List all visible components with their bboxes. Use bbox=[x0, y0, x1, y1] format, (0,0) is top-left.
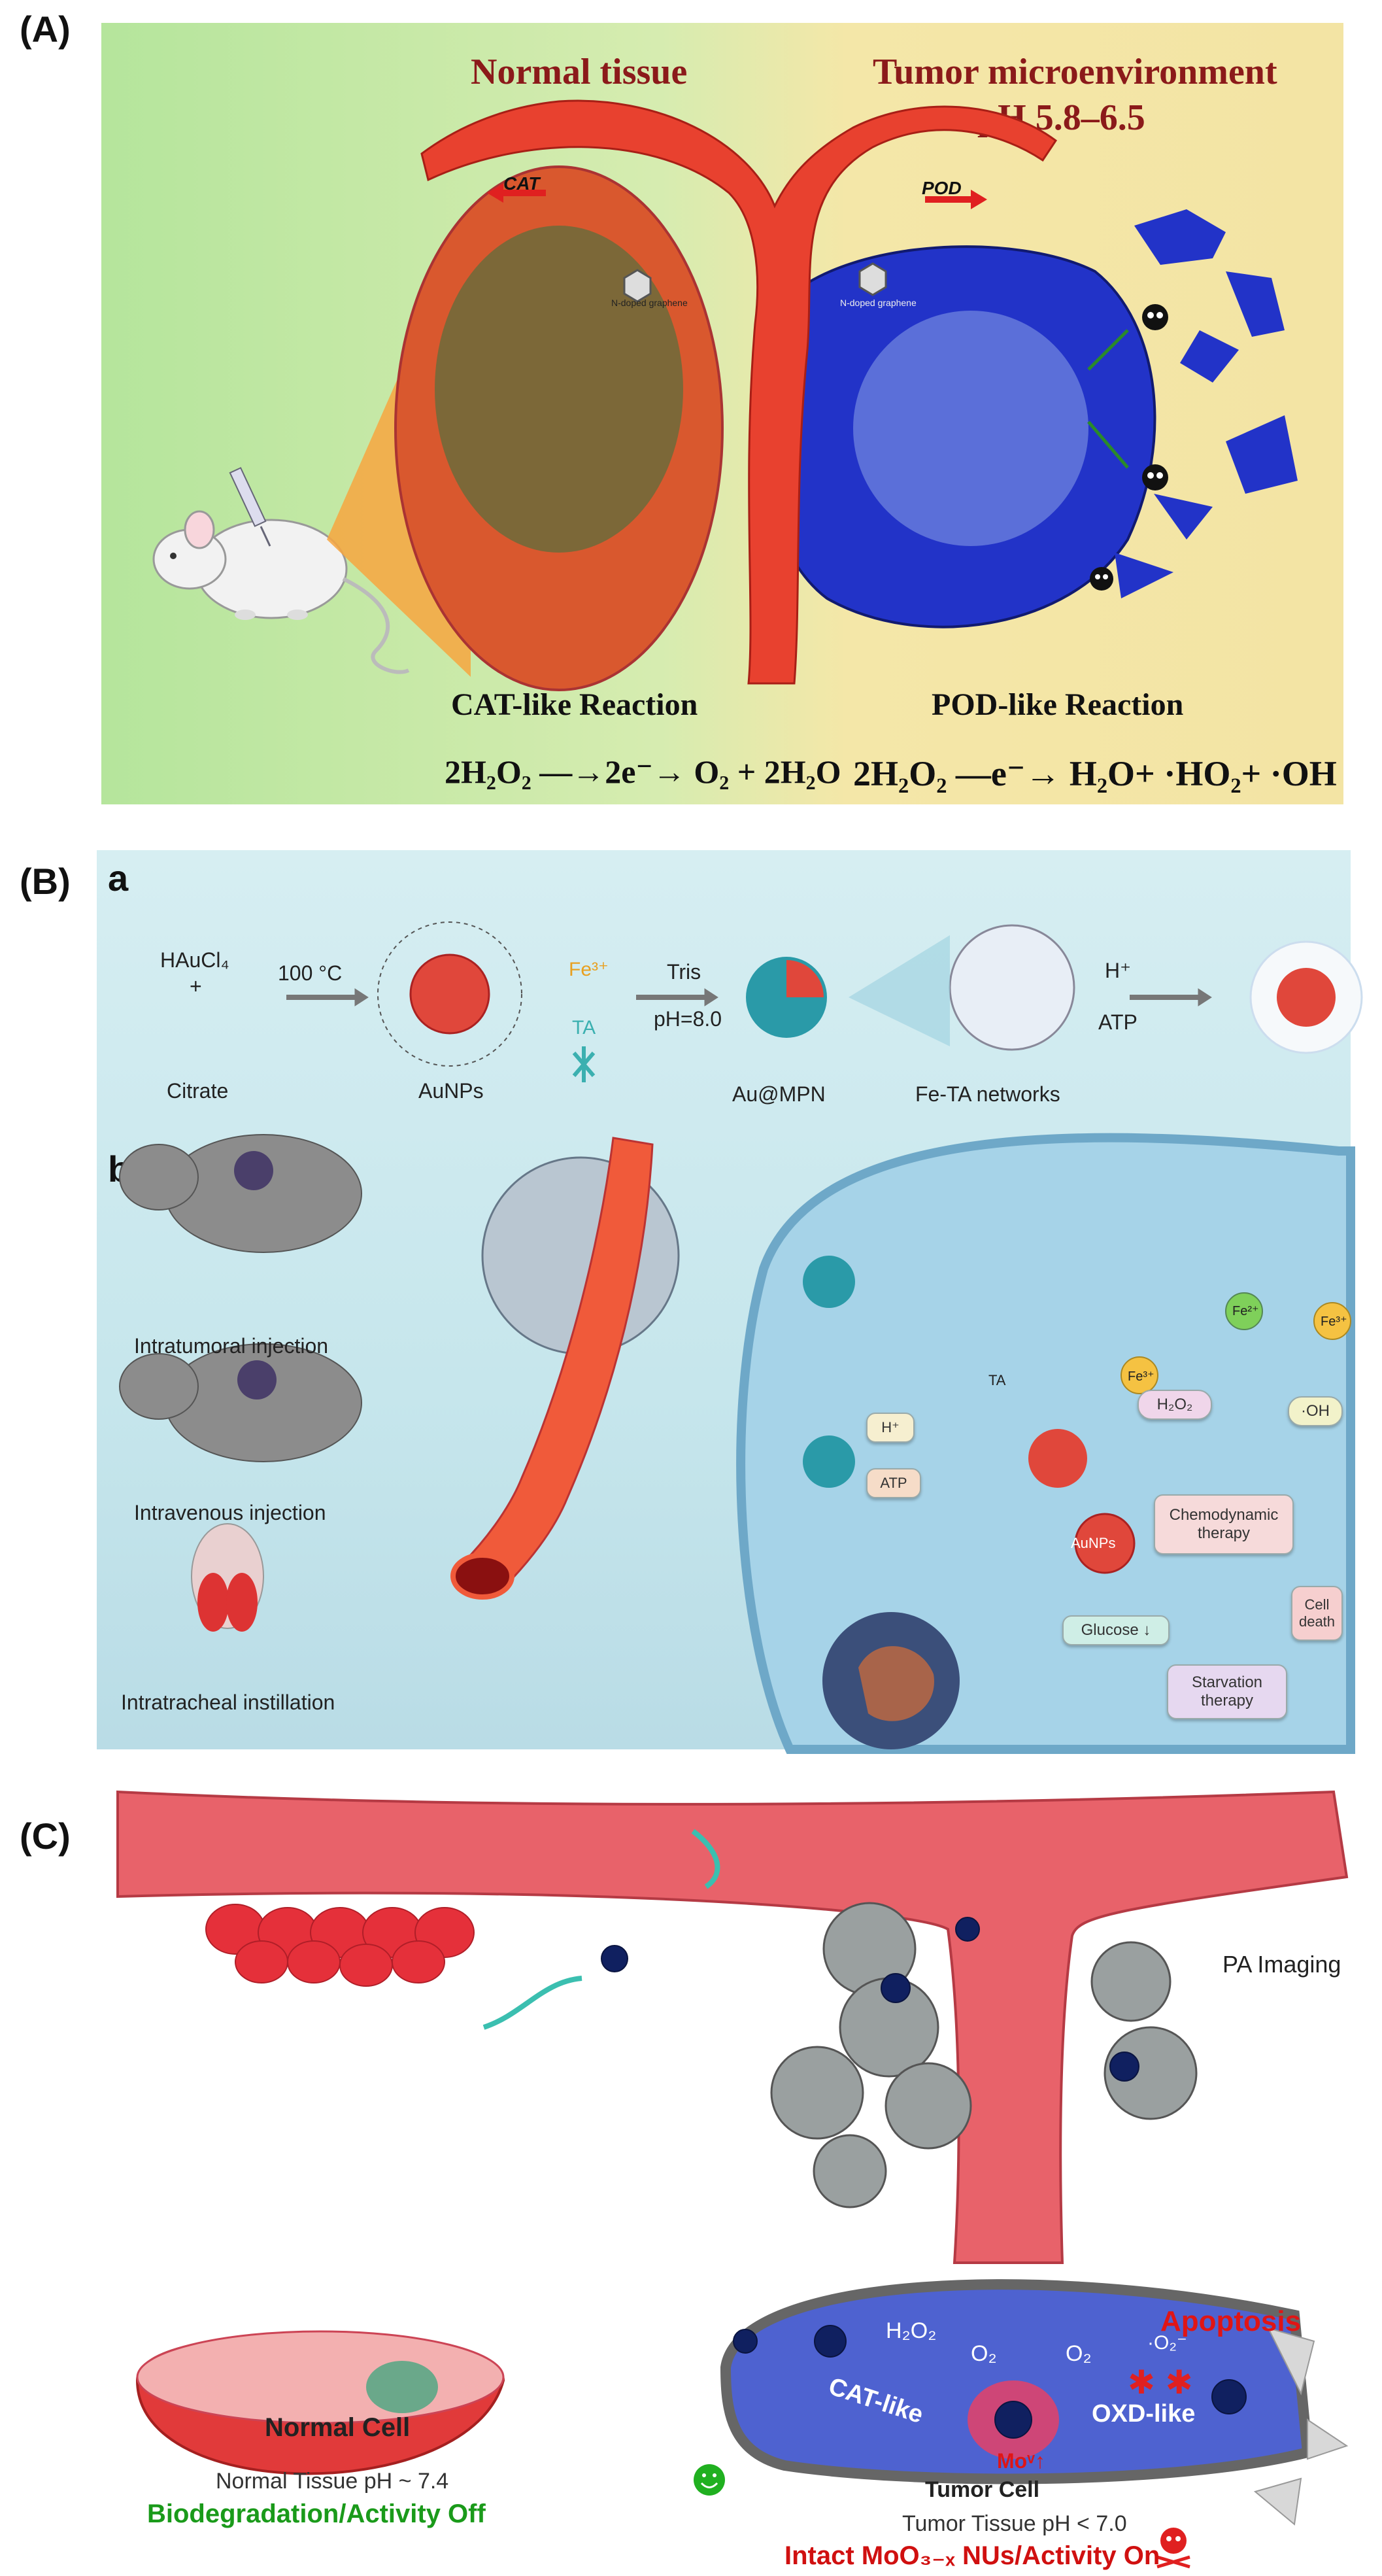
pod-equation: 2H₂O₂ —e⁻→ H₂O+ ·HO₂+ ·OH bbox=[853, 754, 1337, 793]
tumor-cells bbox=[770, 1902, 1198, 2208]
broken-fragments bbox=[1253, 2327, 1349, 2526]
ph8-label: pH=8.0 bbox=[654, 1007, 722, 1031]
intratracheal-label: Intratracheal instillation bbox=[121, 1691, 335, 1714]
au-mpn-label: Au@MPN bbox=[732, 1082, 826, 1106]
oxd-like-label: OXD-like bbox=[1092, 2400, 1196, 2428]
ta-label: TA bbox=[572, 1017, 596, 1039]
graphene-label-right: N-doped graphene bbox=[840, 298, 917, 308]
atp-label: ATP bbox=[1098, 1010, 1138, 1034]
cell-atp-box: ATP bbox=[866, 1468, 921, 1498]
red-blood-cells bbox=[205, 1904, 475, 1987]
panel-c-illustration: ✱ ✱ bbox=[116, 1790, 1349, 2569]
superoxide-label: ·O₂⁻ bbox=[1147, 2332, 1187, 2354]
oh-box: ·OH bbox=[1288, 1396, 1343, 1426]
tris-label: Tris bbox=[667, 960, 701, 984]
o2-label-a: O₂ bbox=[971, 2341, 997, 2366]
svg-text:✱ ✱: ✱ ✱ bbox=[1128, 2363, 1193, 2401]
plus-label: + bbox=[190, 974, 202, 998]
panel-a-illustration bbox=[152, 99, 1298, 691]
starvation-box: Starvation therapy bbox=[1167, 1664, 1287, 1719]
aunp-particle bbox=[409, 953, 490, 1035]
ta-icon bbox=[572, 1046, 596, 1082]
skull-icon bbox=[1090, 304, 1168, 591]
cat-arrow-icon bbox=[487, 183, 546, 203]
citrate-label: Citrate bbox=[167, 1079, 229, 1103]
cell-fe3a-label: Fe³⁺ bbox=[1128, 1369, 1154, 1384]
cat-equation: 2H₂O₂ —→2e⁻→ O₂ + 2H₂O bbox=[445, 753, 841, 790]
mo-label: Moᵛ↑ bbox=[997, 2449, 1045, 2473]
h-plus-label: H⁺ bbox=[1105, 959, 1131, 982]
haucl4-label: HAuCl₄ bbox=[160, 948, 229, 972]
panel-label-b: (B) bbox=[20, 861, 71, 902]
nanostar-icon bbox=[601, 1917, 1247, 2439]
tumor-microenvironment-title: Tumor microenvironment bbox=[873, 52, 1277, 92]
cell-death-box: Cell death bbox=[1291, 1586, 1343, 1641]
lungs-icon bbox=[191, 1523, 264, 1632]
subpanel-a-label: a bbox=[108, 857, 129, 899]
mouse-icon bbox=[119, 1134, 362, 1462]
cell-ta-label: TA bbox=[988, 1372, 1006, 1388]
fe-ta-bubble bbox=[949, 924, 1075, 1051]
cat-like-reaction: CAT-like Reaction bbox=[451, 687, 698, 722]
h2o2-label: H₂O₂ bbox=[886, 2318, 937, 2343]
tumor-cell-label: Tumor Cell bbox=[925, 2477, 1040, 2502]
normal-tissue-title: Normal tissue bbox=[471, 52, 688, 92]
intratumoral-label: Intratumoral injection bbox=[134, 1334, 329, 1358]
apoptosis-label: Apoptosis bbox=[1160, 2305, 1302, 2337]
panel-label-a: (A) bbox=[20, 9, 71, 50]
aunps-label: AuNPs bbox=[418, 1079, 484, 1103]
graphene-label-left: N-doped graphene bbox=[611, 298, 688, 308]
chemodynamic-box: Chemodynamic therapy bbox=[1154, 1494, 1294, 1554]
glucose-box: Glucose ↓ bbox=[1062, 1615, 1170, 1645]
biodegradation-label: Biodegradation/Activity Off bbox=[147, 2499, 486, 2528]
blood-vessel bbox=[420, 99, 1058, 685]
panel-b-illustration bbox=[119, 921, 1363, 1754]
cat-label: CAT bbox=[503, 173, 540, 194]
cell-fe2-label: Fe²⁺ bbox=[1232, 1304, 1259, 1318]
tumor-ph-label: Tumor Tissue pH < 7.0 bbox=[902, 2511, 1127, 2536]
h2o2-box: H₂O₂ bbox=[1138, 1390, 1212, 1420]
fe3-label: Fe³⁺ bbox=[569, 959, 609, 980]
cell-h-plus-box: H⁺ bbox=[866, 1413, 915, 1443]
intact-activity-label: Intact MoO₃₋ₓ NUs/Activity On bbox=[784, 2541, 1160, 2570]
pod-arrow-icon bbox=[925, 190, 987, 209]
mouse-icon bbox=[152, 467, 410, 674]
pa-imaging-label: PA Imaging bbox=[1222, 1951, 1341, 1978]
cell-fe3b-label: Fe³⁺ bbox=[1321, 1314, 1347, 1329]
pod-label: POD bbox=[922, 178, 962, 198]
graphene-molecule-icon bbox=[623, 262, 887, 303]
smiley-icon bbox=[694, 2464, 725, 2496]
cell-aunps-label: AuNPs bbox=[1071, 1535, 1116, 1551]
pod-like-reaction: POD-like Reaction bbox=[932, 687, 1184, 722]
fe-ta-label: Fe-TA networks bbox=[915, 1082, 1060, 1106]
normal-cell-label: Normal Cell bbox=[265, 2413, 411, 2442]
temp-label: 100 °C bbox=[278, 961, 343, 985]
skull-icon bbox=[1156, 2528, 1190, 2569]
normal-ph-label: Normal Tissue pH ~ 7.4 bbox=[216, 2469, 449, 2494]
blood-vessel bbox=[116, 1790, 1349, 2264]
intravenous-label: Intravenous injection bbox=[134, 1501, 326, 1524]
tumor-icon bbox=[234, 1151, 277, 1400]
panel-label-c: (C) bbox=[20, 1815, 71, 1857]
o2-label-b: O₂ bbox=[1066, 2341, 1092, 2366]
